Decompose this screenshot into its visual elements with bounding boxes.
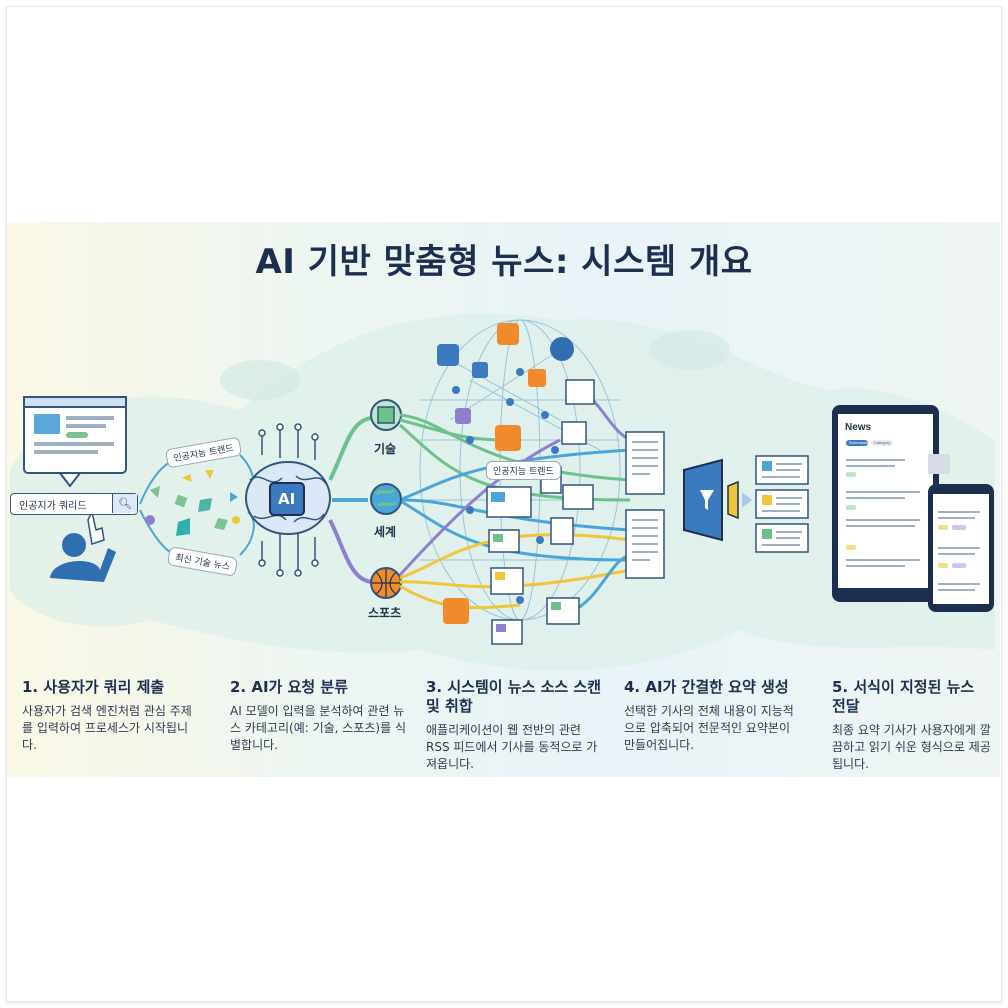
ai-brain-icon <box>245 461 331 535</box>
article-documents <box>625 431 665 579</box>
step-description: 사용자가 검색 엔진처럼 관심 주제를 입력하여 프로세스가 시작됩니다. <box>22 704 192 752</box>
step-4: 4. AI가 간결한 요약 생성 선택한 기사의 전체 내용이 지능적으로 압축… <box>624 678 804 754</box>
step-description: AI 모델이 입력을 분석하여 관련 뉴스 카테고리(예: 기술, 스포츠)를 … <box>230 704 406 752</box>
step-title: 1. 사용자가 쿼리 제출 <box>22 678 165 696</box>
step-title: 5. 서식이 지정된 뉴스 전달 <box>832 678 975 715</box>
step-description: 최종 요약 기사가 사용자에게 깔끔하고 읽기 쉬운 형식으로 제공됩니다. <box>832 723 991 771</box>
step-title: 3. 시스템이 뉴스 소스 스캔 및 취합 <box>426 678 602 715</box>
network-tag: 인공지능 트렌드 <box>486 461 561 480</box>
step-5: 5. 서식이 지정된 뉴스 전달 최종 요약 기사가 사용자에게 깔끔하고 읽기… <box>832 678 992 773</box>
category-label-sports: 스포츠 <box>368 606 402 620</box>
network-nodes <box>452 368 559 604</box>
news-tab-summaries[interactable]: Summaries <box>849 440 870 445</box>
step-2: 2. AI가 요청 분류 AI 모델이 입력을 분석하여 관련 뉴스 카테고리(… <box>230 678 410 754</box>
card-accents <box>491 492 561 632</box>
summary-cards <box>755 455 809 553</box>
decor-blob <box>650 330 730 370</box>
search-icon[interactable]: 🔍︎ <box>112 494 137 513</box>
page-title: AI 기반 맞춤형 뉴스: 시스템 개요 <box>255 242 753 282</box>
decor-blob <box>220 360 300 400</box>
step-1: 1. 사용자가 쿼리 제출 사용자가 검색 엔진처럼 관심 주제를 입력하여 프… <box>22 678 202 754</box>
sports-ball-icon <box>370 567 402 599</box>
ai-chip-label: AI <box>278 490 296 508</box>
news-tab-category[interactable]: Category <box>874 440 891 445</box>
phone-device <box>928 484 994 612</box>
summarizer-funnel-icon <box>683 458 752 542</box>
step-title: 2. AI가 요청 분류 <box>230 678 348 696</box>
search-input[interactable]: 인공지가 쿼리드 🔍︎ <box>10 493 138 515</box>
rss-icon <box>437 323 546 624</box>
world-globe-icon <box>370 483 402 515</box>
globe-node-icon <box>550 337 574 361</box>
category-label-world: 세계 <box>374 525 397 539</box>
user-person-icon <box>50 509 116 582</box>
category-label-tech: 기술 <box>374 442 397 456</box>
search-query-text: 인공지가 쿼리드 <box>19 501 87 512</box>
news-app-title: News <box>845 422 872 433</box>
step-description: 선택한 기사의 전체 내용이 지능적으로 압축되어 전문적인 요약본이 만들어집… <box>624 704 794 752</box>
step-3: 3. 시스템이 뉴스 소스 스캔 및 취합 애플리케이션이 웹 전반의 관련 R… <box>426 678 606 773</box>
step-description: 애플리케이션이 웹 전반의 관련 RSS 피드에서 기사를 동적으로 가져옵니다… <box>426 723 598 771</box>
tech-chip-icon <box>370 399 402 431</box>
step-title: 4. AI가 간결한 요약 생성 <box>624 678 789 696</box>
tablet-device <box>832 405 950 602</box>
browser-window-icon <box>23 396 127 488</box>
brain-circuit-lines <box>258 423 319 577</box>
